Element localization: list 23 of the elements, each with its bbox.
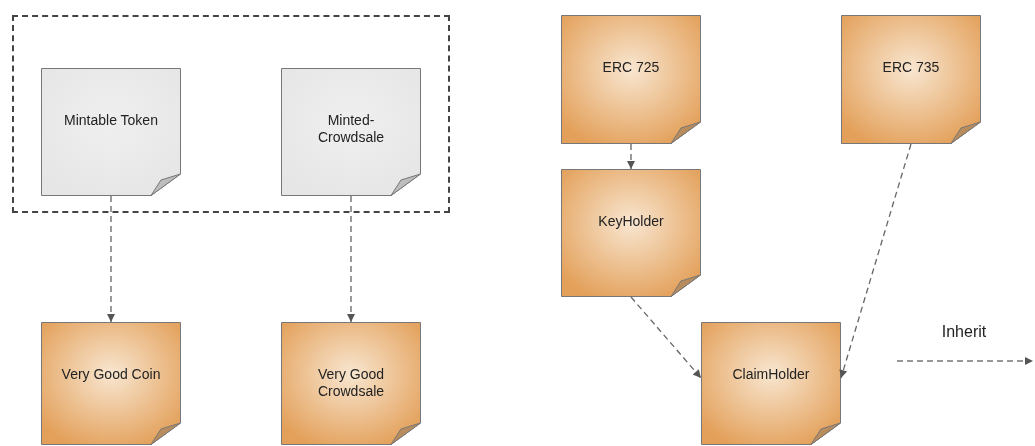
group-frame <box>12 15 450 213</box>
note-box <box>561 15 701 144</box>
note-label: Very Good Coin <box>61 366 161 383</box>
note-box <box>41 322 181 445</box>
dashed-arrow <box>630 296 702 379</box>
note-label: KeyHolder <box>598 213 664 230</box>
note-box <box>281 322 421 445</box>
legend-label: Inherit <box>941 322 987 342</box>
note-box <box>841 15 981 144</box>
note-box <box>41 68 181 196</box>
note-label: Mintable Token <box>64 112 158 129</box>
dashed-arrow <box>107 195 115 323</box>
dashed-arrow <box>347 195 355 323</box>
dashed-arrow <box>627 143 635 170</box>
note-label: ERC 725 <box>602 59 660 76</box>
note-label: ERC 735 <box>882 59 940 76</box>
note-label: Minted-Crowdsale <box>316 112 386 146</box>
note-label: ClaimHolder <box>732 366 810 383</box>
note-box <box>561 169 701 297</box>
note-label: Very Good Crowdsale <box>316 366 386 400</box>
note-box <box>281 68 421 196</box>
dashed-arrow <box>839 143 912 379</box>
note-box <box>701 322 841 445</box>
